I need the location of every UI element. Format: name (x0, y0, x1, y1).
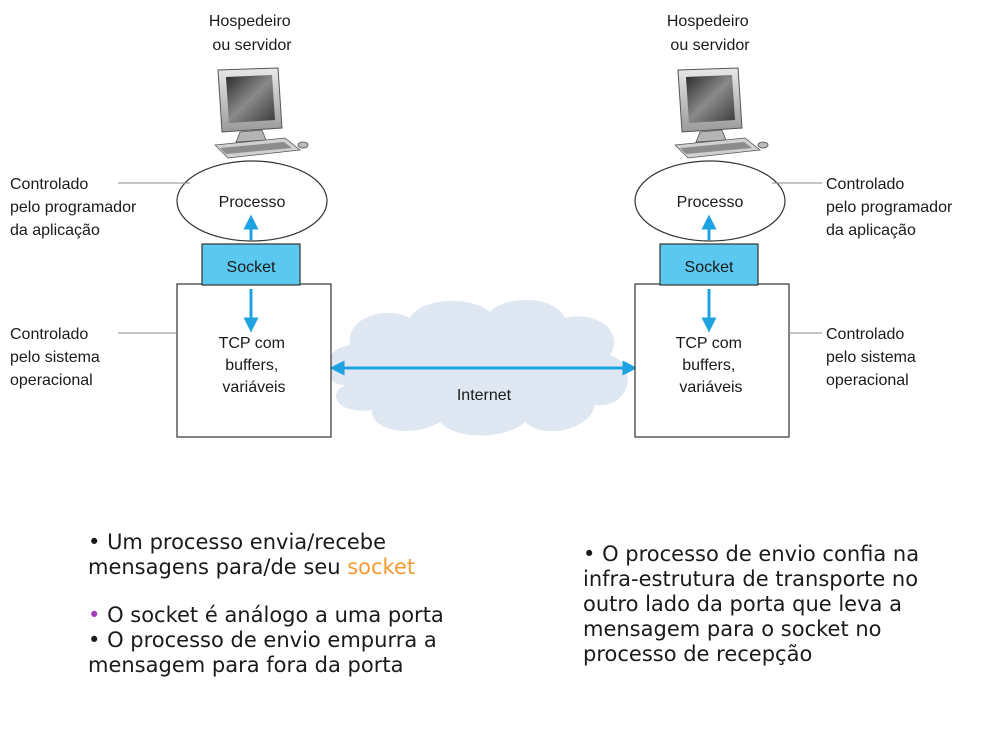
process-ellipse (176, 160, 328, 242)
process-label: Processo (677, 194, 744, 211)
socket-box (201, 243, 301, 286)
app-ctrl-label: Controlado pelo programador da aplicação (10, 176, 141, 239)
bullet-dot: • (583, 542, 603, 566)
left-host-label: Hospedeiro ou servidor (209, 13, 295, 54)
os-ctrl-label: Controlado pelo sistema operacional (10, 326, 104, 389)
socket-highlight: socket (347, 555, 416, 579)
process-label: Processo (219, 194, 286, 211)
bullet-1-text: Um processo envia/recebe mensagens para/… (88, 530, 387, 579)
bullet-3-text: O processo de envio confia na infra-estr… (583, 542, 920, 666)
left-host: Hospedeiro ou servidor Processo TCP com … (10, 13, 332, 438)
socket-label: Socket (685, 259, 734, 276)
socket-diagram: Internet Hospedeiro ou servidor Processo… (10, 13, 957, 438)
right-host: Hospedeiro ou servidor Processo TCP com … (634, 13, 957, 438)
bullet-2-text: O socket é análogo a uma porta (107, 603, 444, 627)
internet-label: Internet (457, 387, 512, 404)
bullet-dot: • (88, 603, 108, 627)
bullet-dot: • (88, 530, 108, 554)
os-ctrl-label: Controlado pelo sistema operacional (826, 326, 920, 389)
computer-icon (674, 67, 769, 159)
bullet-2: • O socket é análogo a uma porta • O pro… (88, 603, 508, 678)
tcp-box (634, 283, 790, 438)
computer-icon (214, 67, 309, 159)
socket-box (659, 243, 759, 286)
bullet-2-sub-text: O processo de envio empurra a mensagem p… (88, 628, 437, 677)
tcp-label: TCP com buffers, variáveis (219, 335, 290, 396)
process-ellipse (634, 160, 786, 242)
app-ctrl-label: Controlado pelo programador da aplicação (826, 176, 957, 239)
bullet-3: • O processo de envio confia na infra-es… (583, 542, 963, 667)
right-host-label: Hospedeiro ou servidor (667, 13, 753, 54)
bullet-dot: • (88, 628, 108, 652)
socket-label: Socket (227, 259, 276, 276)
bullet-1: • Um processo envia/recebe mensagens par… (88, 530, 508, 580)
tcp-label: TCP com buffers, variáveis (676, 335, 747, 396)
